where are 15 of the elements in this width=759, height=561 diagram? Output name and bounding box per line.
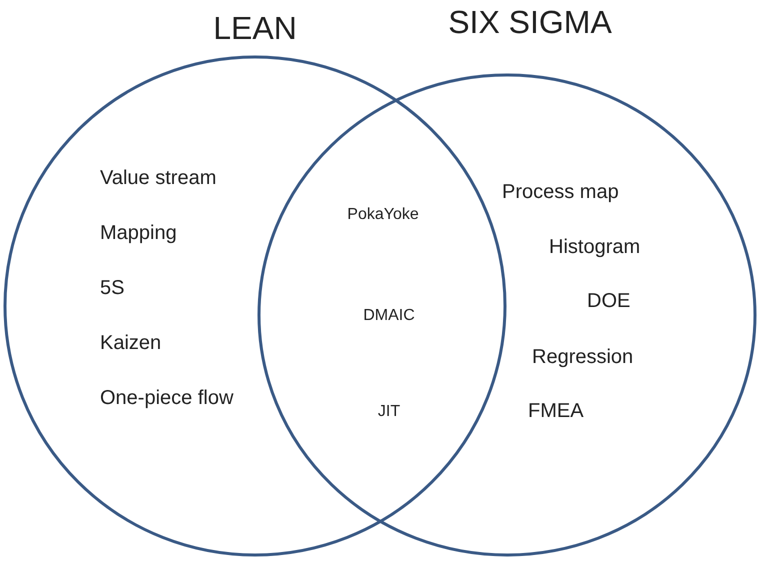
- item-text: Kaizen: [100, 331, 162, 355]
- overlap-item-text: PokaYoke: [347, 205, 419, 225]
- circle-heading: SIX SIGMA: [448, 3, 612, 41]
- overlap-item-text: DMAIC: [363, 306, 415, 326]
- item-text: 5S: [100, 276, 124, 300]
- item-text: Histogram: [549, 235, 640, 259]
- overlap-item-text: JIT: [378, 402, 400, 422]
- item-text: Value stream: [100, 166, 216, 190]
- item-text: DOE: [587, 289, 630, 313]
- item-text: Mapping: [100, 221, 177, 245]
- item-text: Regression: [532, 345, 634, 369]
- item-text: Process map: [502, 180, 619, 204]
- item-text: One-piece flow: [100, 386, 234, 410]
- circle-heading: LEAN: [213, 9, 297, 47]
- item-text: FMEA: [528, 399, 584, 423]
